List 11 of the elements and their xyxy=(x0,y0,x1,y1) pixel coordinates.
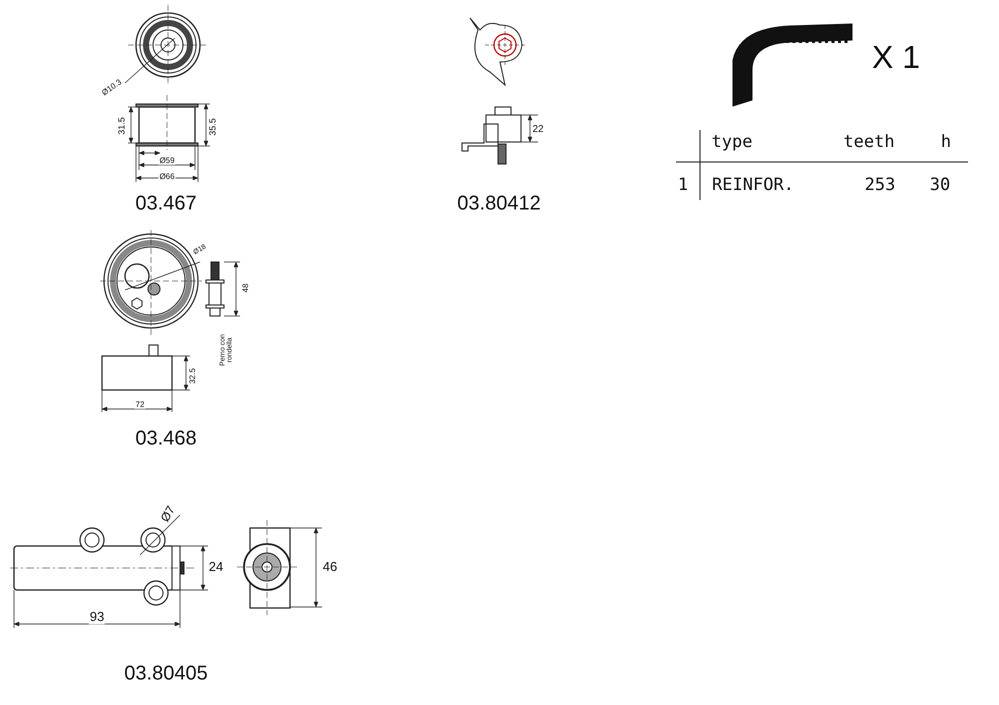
dimension-label: Ø66 xyxy=(158,172,176,182)
dimension-label: 32.5 xyxy=(188,367,198,385)
dimension-label: 35.5 xyxy=(208,117,218,137)
dimension-label: 72 xyxy=(134,400,146,410)
dimension-label: 24 xyxy=(208,560,224,574)
dimension-label: Ø59 xyxy=(158,156,176,166)
dimension-label: 48 xyxy=(242,282,250,294)
dimension-label: 31.5 xyxy=(117,116,127,136)
dimension-label: 93 xyxy=(88,610,106,624)
dimension-label: 46 xyxy=(322,560,338,574)
table-header: type xyxy=(710,134,754,152)
